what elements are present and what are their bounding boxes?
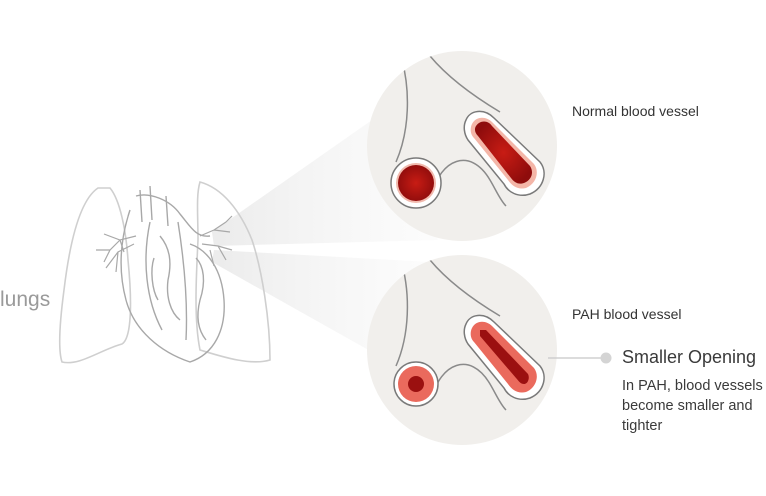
branch-left (96, 233, 137, 273)
normal-vessel-circle (367, 51, 557, 241)
callout-title: Smaller Opening (622, 347, 757, 367)
heart-illustration (120, 185, 225, 363)
callout-description: In PAH, blood vessels become smaller and… (622, 378, 763, 434)
branch-right (199, 215, 233, 267)
left-lung (59, 187, 132, 364)
normal-vessel-label: Normal blood vessel (572, 103, 699, 119)
lungs-label: lungs (0, 288, 51, 311)
right-lung (195, 181, 271, 363)
callout-dot (600, 352, 612, 364)
pah-vessel-circle (367, 255, 557, 445)
pah-vessel-label: PAH blood vessel (572, 306, 682, 322)
lungs-illustration (59, 181, 271, 364)
